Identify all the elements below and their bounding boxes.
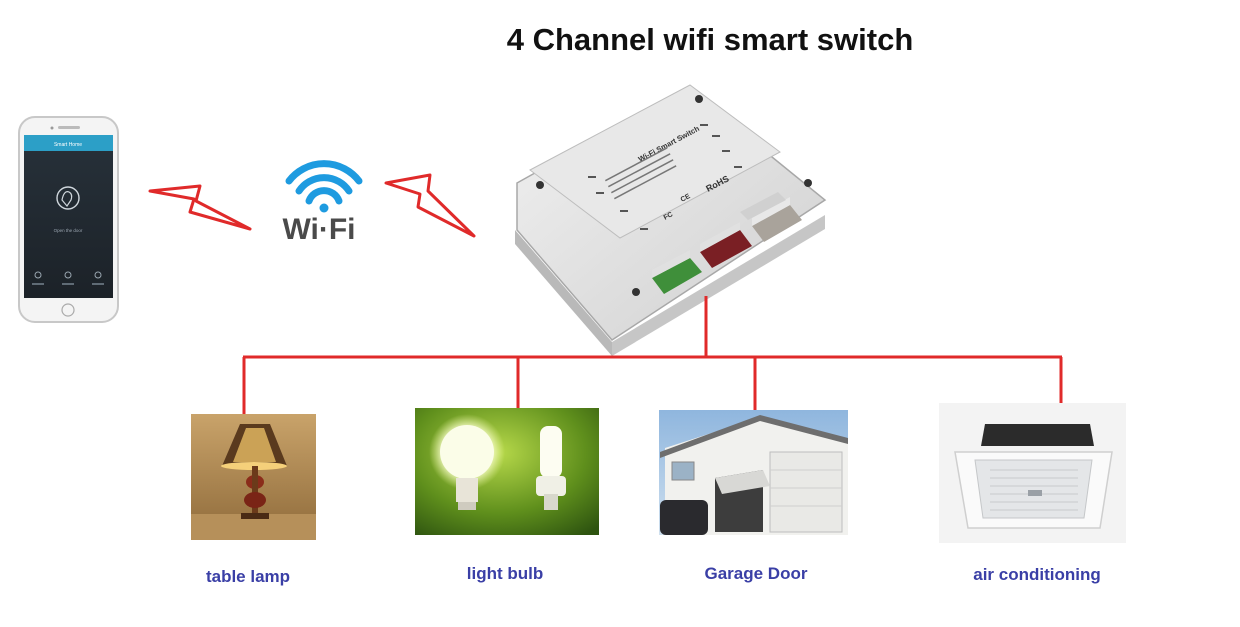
app-header-text: Smart Home bbox=[54, 142, 82, 148]
garage-door-label: Garage Door bbox=[704, 564, 808, 583]
light-bulb-label: light bulb bbox=[466, 564, 544, 583]
device-spec-lines bbox=[605, 147, 677, 200]
air-conditioner-image bbox=[939, 403, 1126, 543]
table-lamp-label: table lamp bbox=[205, 567, 291, 586]
terminal-block-top bbox=[740, 192, 786, 220]
garage-door-image bbox=[659, 410, 848, 535]
home-button bbox=[61, 303, 75, 317]
ce-mark: CE bbox=[680, 193, 692, 204]
smart-switch-device: Wi-Fi Smart Switch RoHS CE FC bbox=[515, 84, 827, 356]
terminal-block-green bbox=[652, 250, 702, 294]
diagram-title: 4 Channel wifi smart switch bbox=[506, 22, 914, 57]
signal-lightning-icon bbox=[148, 184, 252, 231]
fc-mark: FC bbox=[663, 211, 675, 222]
wifi-logo-text: Wi·Fi bbox=[282, 213, 355, 246]
app-caption: Open the door bbox=[54, 228, 83, 233]
wiring bbox=[242, 296, 1063, 415]
app-bottom-icons bbox=[32, 271, 104, 285]
terminal-block-grey bbox=[752, 197, 802, 242]
air-conditioning-label: air conditioning bbox=[973, 565, 1101, 584]
door-open-icon bbox=[56, 186, 80, 210]
terminal-block-red bbox=[700, 222, 752, 268]
signal-lightning-icon bbox=[384, 173, 476, 238]
channel-markings bbox=[588, 124, 742, 230]
table-lamp-image bbox=[191, 414, 316, 540]
app-header-bar bbox=[24, 135, 113, 151]
light-bulb-image bbox=[415, 408, 599, 535]
smartphone: Smart Home Open the door bbox=[18, 116, 119, 323]
wifi-icon bbox=[285, 160, 363, 213]
